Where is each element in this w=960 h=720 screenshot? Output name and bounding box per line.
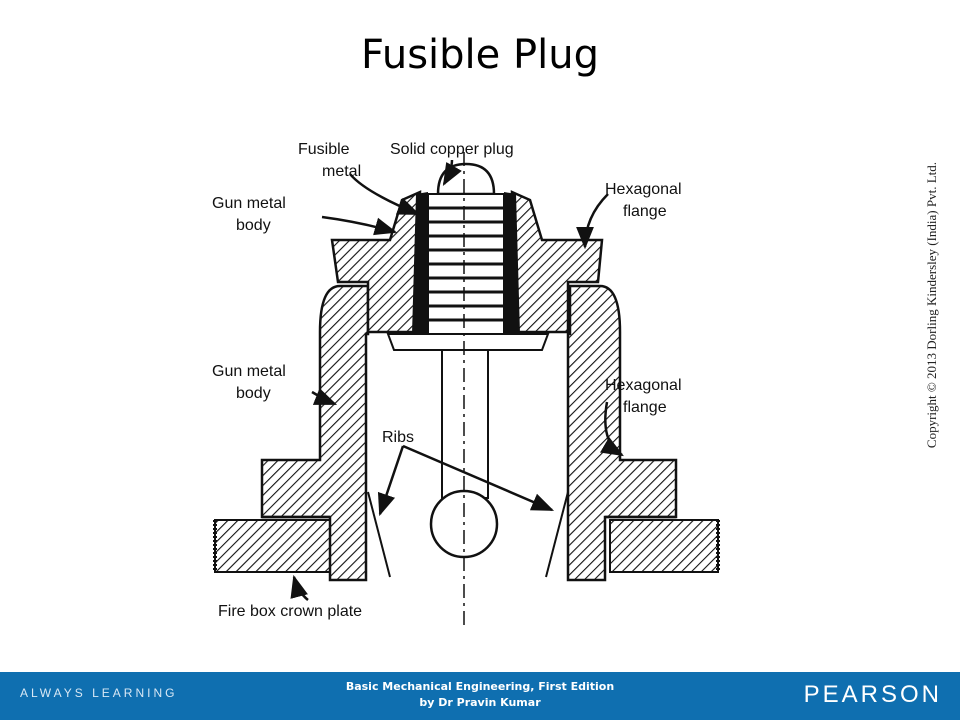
label-hexagonal-flange-bottom-1: Hexagonal xyxy=(605,377,682,394)
fusible-plug-diagram: Fusible metal Solid copper plug Gun meta… xyxy=(212,141,720,627)
footer-tagline: ALWAYS LEARNING xyxy=(20,686,178,700)
label-gun-metal-body-top-2: body xyxy=(236,217,271,234)
slide-title: Fusible Plug xyxy=(361,32,599,78)
lower-gun-metal-body xyxy=(260,284,678,582)
fusible-metal xyxy=(412,192,520,334)
ribs xyxy=(367,491,569,578)
copyright-notice: Copyright © 2013 Dorling Kindersley (Ind… xyxy=(924,161,939,449)
label-hexagonal-flange-bottom-2: flange xyxy=(623,399,667,416)
label-fusible-metal-1: Fusible xyxy=(298,141,350,158)
label-hexagonal-flange-top-2: flange xyxy=(623,203,667,220)
label-fusible-metal-2: metal xyxy=(322,163,361,180)
leader-arrows xyxy=(290,159,624,601)
pearson-logo: PEARSON xyxy=(803,681,942,708)
label-hexagonal-flange-top-1: Hexagonal xyxy=(605,181,682,198)
footer-book-info: Basic Mechanical Engineering, First Edit… xyxy=(280,679,680,711)
solid-copper-plug xyxy=(386,162,550,559)
fire-box-crown-plate xyxy=(213,519,720,573)
label-ribs: Ribs xyxy=(382,429,414,446)
label-gun-metal-body-bottom-1: Gun metal xyxy=(212,363,286,380)
label-gun-metal-body-top-1: Gun metal xyxy=(212,195,286,212)
footer-bar: ALWAYS LEARNING Basic Mechanical Enginee… xyxy=(0,672,960,720)
label-solid-copper-plug: Solid copper plug xyxy=(390,141,514,158)
label-fire-box-crown-plate: Fire box crown plate xyxy=(218,603,362,620)
label-gun-metal-body-bottom-2: body xyxy=(236,385,271,402)
footer-book-author: by Dr Pravin Kumar xyxy=(419,696,541,709)
footer-book-title: Basic Mechanical Engineering, First Edit… xyxy=(345,680,615,693)
